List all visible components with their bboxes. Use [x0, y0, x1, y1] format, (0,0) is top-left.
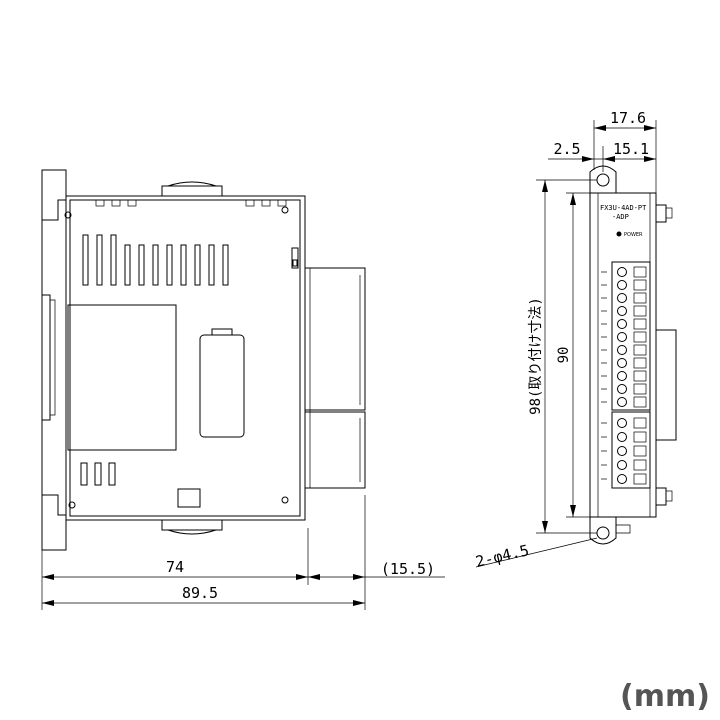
terminal-slot — [633, 370, 647, 382]
terminal-slot — [633, 431, 647, 443]
terminal-screw-icon — [617, 358, 627, 368]
terminal-screw-icon — [617, 371, 627, 381]
terminal-screw-icon — [617, 446, 627, 456]
terminal-screw-icon — [617, 397, 627, 407]
terminal-screw-icon — [617, 345, 627, 355]
power-led-icon — [616, 231, 622, 237]
label-panel — [67, 304, 177, 451]
terminal-slot — [633, 417, 647, 429]
terminal-slot — [633, 266, 647, 278]
terminal-screw-icon — [617, 306, 627, 316]
terminal-screw-icon — [617, 474, 627, 484]
model-name: FX3U-4AD-PT — [600, 204, 647, 212]
terminal-screw-icon — [617, 432, 627, 442]
terminal-screw-icon — [617, 460, 627, 470]
dim-15-1: 15.1 — [613, 140, 649, 158]
dim-74: 74 — [166, 558, 184, 576]
dim-89-5: 89.5 — [182, 584, 218, 602]
vent-slots-upper — [82, 234, 229, 286]
terminal-slot — [633, 396, 647, 408]
terminal-screw-icon — [617, 332, 627, 342]
terminal-slot — [633, 279, 647, 291]
dim-2-5: 2.5 — [553, 140, 580, 158]
terminal-screw-icon — [617, 319, 627, 329]
model-suffix: -ADP — [612, 213, 629, 221]
terminal-slot — [633, 305, 647, 317]
terminal-screw-icon — [617, 293, 627, 303]
unit-label: (mm) — [620, 679, 710, 714]
terminal-screw-icon — [617, 384, 627, 394]
terminal-slot — [633, 357, 647, 369]
terminal-slot — [633, 445, 647, 457]
terminal-slot — [633, 383, 647, 395]
terminal-block — [611, 261, 651, 489]
dim-15-5: (15.5) — [381, 560, 435, 578]
terminal-screw-icon — [617, 267, 627, 277]
power-label: POWER — [624, 232, 643, 238]
terminal-slot — [633, 318, 647, 330]
dim-hole-diameter: 2-φ4.5 — [474, 541, 531, 571]
dim-98: 98(取り付け寸法) — [528, 297, 544, 415]
terminal-slot — [633, 344, 647, 356]
terminal-slot — [633, 473, 647, 485]
front-view: FX3U-4AD-PT -ADP POWER 17.6 2.5 15.1 — [474, 109, 677, 571]
terminal-slot — [633, 331, 647, 343]
dim-17-6: 17.6 — [610, 109, 646, 127]
battery-compartment — [199, 334, 245, 438]
terminal-screw-icon — [617, 418, 627, 428]
vent-slots-lower — [80, 462, 116, 486]
terminal-labels — [601, 271, 607, 480]
dim-90: 90 — [556, 347, 572, 364]
terminal-slot — [633, 459, 647, 471]
module-body — [589, 192, 657, 518]
terminal-slot — [633, 292, 647, 304]
terminal-screw-icon — [617, 280, 627, 290]
side-view: 74 (15.5) 89.5 — [41, 169, 445, 610]
